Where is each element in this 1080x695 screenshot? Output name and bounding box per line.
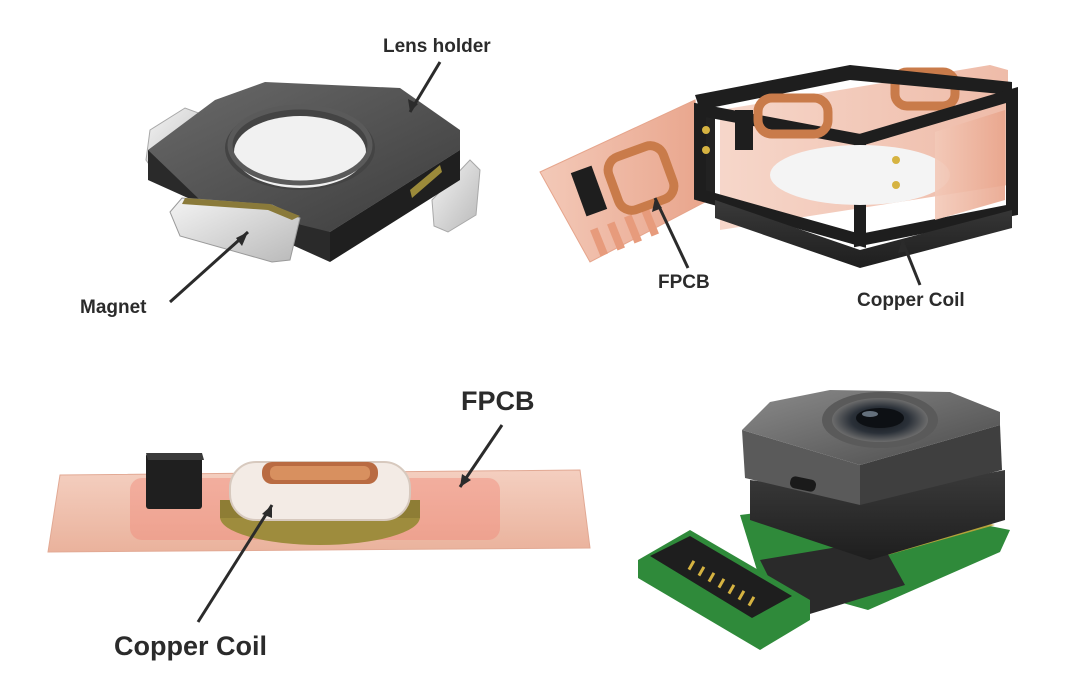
magnet-label: Magnet [80,297,147,318]
copper-coil-bottom-leader-line [196,504,274,623]
lens-holder-label: Lens holder [383,36,491,57]
copper-coil-bottom-label: Copper Coil [114,631,267,661]
fpcb-top-leader-line [653,197,690,269]
fpcb-top-label: FPCB [658,272,710,293]
lens-holder-illustration [145,82,481,263]
fpcb-bottom-label: FPCB [461,386,535,416]
fpcb-coil-illustration [47,453,591,553]
coil-frame-illustration [539,65,1018,268]
fpcb-bottom-leader-line [458,424,504,488]
magnet-leader-line [168,230,250,304]
copper-coil-top-label: Copper Coil [857,290,965,311]
camera-module-illustration [638,390,1010,650]
